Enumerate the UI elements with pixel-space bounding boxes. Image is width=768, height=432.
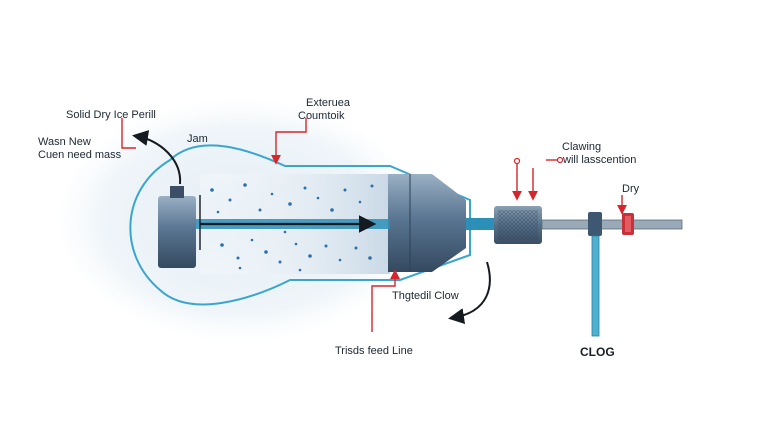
callout-trisds bbox=[371, 269, 400, 332]
canister-cap bbox=[170, 186, 184, 198]
drop-pipe bbox=[591, 235, 600, 337]
line-pipe bbox=[541, 219, 683, 230]
vessel-outline bbox=[129, 144, 471, 306]
nozzle-cone bbox=[432, 174, 466, 272]
label-wash-new-1: Wasn New bbox=[38, 136, 91, 148]
callout-node bbox=[513, 157, 521, 165]
callout-external bbox=[271, 118, 307, 165]
label-clog: CLOG bbox=[580, 345, 615, 359]
label-clowing-2: will lasscention bbox=[563, 154, 637, 166]
curved-arrow-bottom bbox=[448, 261, 491, 325]
label-external-2: Coumtoik bbox=[298, 110, 345, 122]
pellet-canister bbox=[158, 196, 196, 268]
filter-mesh bbox=[498, 210, 538, 240]
label-clowing-1: Clawing bbox=[562, 141, 602, 153]
tee-fitting bbox=[588, 212, 602, 236]
label-external-1: Exteruea bbox=[306, 97, 351, 109]
valve-highlight bbox=[625, 216, 631, 232]
label-solid-dry-ice: Solid Dry Ice Perill bbox=[66, 109, 156, 121]
curved-arrow-top bbox=[132, 130, 182, 185]
callout-lines bbox=[121, 118, 627, 332]
label-jam: Jam bbox=[187, 133, 208, 145]
callout-solid-dry-ice bbox=[121, 118, 136, 149]
label-wash-new-2: Cuen need mass bbox=[38, 149, 122, 161]
outlet-pipe bbox=[466, 218, 496, 230]
callout-node-2 bbox=[556, 156, 564, 164]
label-dry: Dry bbox=[622, 183, 640, 195]
label-trisds-feed: Trisds feed Line bbox=[335, 345, 413, 357]
dry-ice-particles bbox=[210, 183, 374, 272]
label-thgical-clow: Thgtedil Clow bbox=[392, 290, 459, 302]
